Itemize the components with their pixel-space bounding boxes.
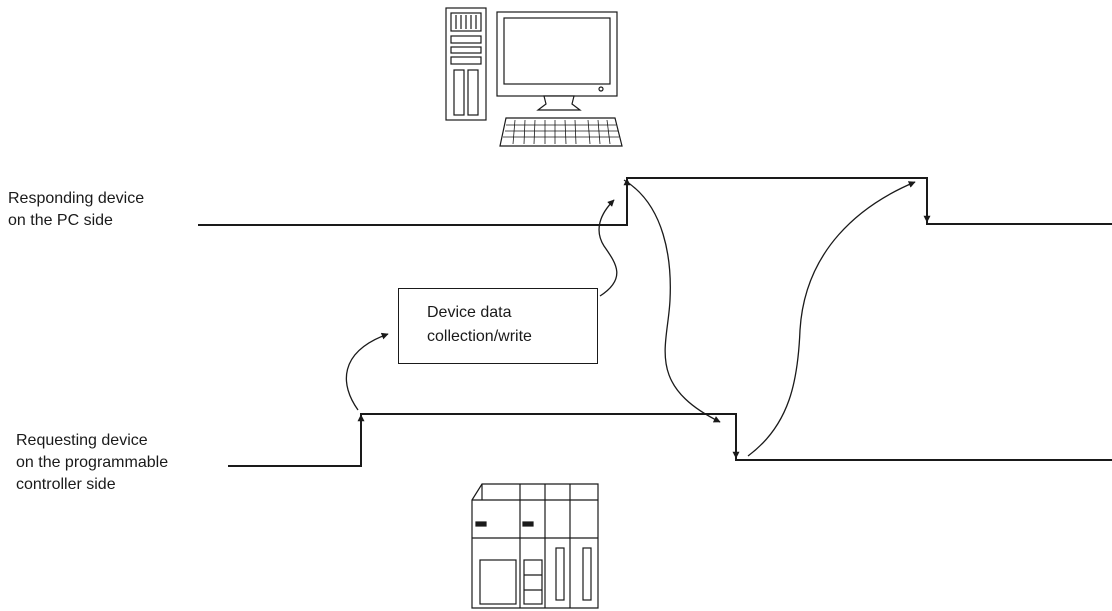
flow-arrow-box-to-responding (598, 199, 618, 297)
responding-label-line1: Responding device (8, 190, 145, 207)
device-data-box-text: Device data collection/write (427, 301, 532, 349)
requesting-label-line1: Requesting device (16, 432, 148, 449)
requesting-signal-line (228, 413, 1112, 467)
box-line1: Device data (427, 304, 512, 321)
device-data-box: Device data collection/write (398, 288, 598, 364)
flow-arrow-responding-to-requesting (623, 179, 721, 423)
flow-arrow-to-box (345, 332, 389, 411)
requesting-label-line3: controller side (16, 476, 116, 493)
responding-device-label: Responding device on the PC side (8, 188, 144, 232)
flow-arrow-requesting-to-responding (747, 181, 916, 457)
desktop-computer-icon (445, 7, 623, 147)
programmable-controller-icon (471, 483, 599, 609)
responding-signal-line (198, 177, 1112, 226)
requesting-device-label: Requesting device on the programmable co… (16, 430, 168, 496)
requesting-label-line2: on the programmable (16, 454, 169, 471)
responding-label-line2: on the PC side (8, 212, 113, 229)
box-line2: collection/write (427, 328, 532, 345)
